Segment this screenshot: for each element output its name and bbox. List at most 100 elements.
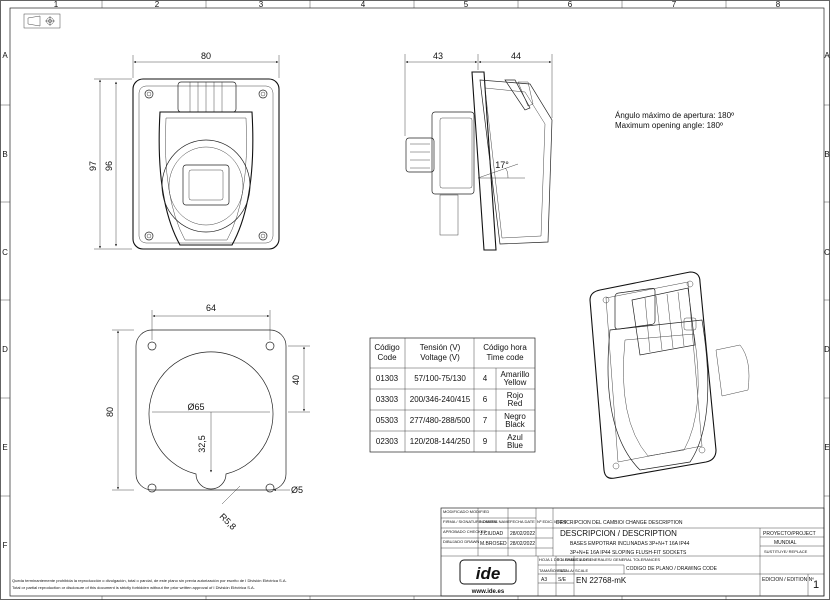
legal-es: Queda terminantemente prohibida la repro… bbox=[12, 578, 287, 583]
svg-text:Black: Black bbox=[505, 420, 526, 429]
table-header-hour-es: Código hora bbox=[483, 343, 527, 352]
col-2: 2 bbox=[155, 0, 160, 9]
table-row: 03303 200/346-240/415 6 Rojo Red bbox=[376, 391, 524, 408]
svg-text:Azul: Azul bbox=[507, 433, 523, 442]
tb-firma: FIRMA / SIGNATURE DIGITAL bbox=[443, 519, 499, 524]
table-row: 02303 120/208-144/250 9 Azul Blue bbox=[376, 433, 524, 450]
row-markers: A B C D E F A B C D E bbox=[0, 51, 830, 550]
svg-text:Rojo: Rojo bbox=[507, 391, 524, 400]
tb-change-desc: DESCRIPCION DEL CAMBIO/ CHANGE DESCRIPTI… bbox=[556, 520, 683, 526]
tb-dibujado: DIBUJADO DRAWN bbox=[443, 539, 479, 544]
cutout-view: 32,5 Ø65 64 80 40 Ø5 R5,8 bbox=[105, 303, 310, 532]
website-text: www.ide.es bbox=[471, 589, 505, 595]
note-opening-en: Maximum opening angle: 180º bbox=[615, 121, 723, 130]
svg-text:02303: 02303 bbox=[376, 437, 399, 446]
table-header-voltage-es: Tensión (V) bbox=[420, 343, 461, 352]
table-header-code-en: Code bbox=[377, 353, 397, 362]
col-1: 1 bbox=[54, 0, 59, 9]
col-3: 3 bbox=[259, 0, 264, 9]
svg-text:200/346-240/415: 200/346-240/415 bbox=[410, 395, 471, 404]
tb-project-label: PROYECTO/PROJECT bbox=[763, 531, 816, 537]
dim-cutout-offset: 40 bbox=[291, 375, 301, 385]
tb-edition: 1 bbox=[813, 579, 819, 591]
row-f-left: F bbox=[3, 541, 8, 550]
dim-front-height-inner: 96 bbox=[104, 161, 114, 171]
tb-scale: S/E bbox=[558, 577, 567, 583]
row-c-right: C bbox=[824, 248, 830, 257]
inner-frame bbox=[9, 7, 825, 597]
table-header-hour-en: Time code bbox=[486, 353, 524, 362]
row-c-left: C bbox=[2, 248, 8, 257]
tb-desc-label: DESCRIPCION / DESCRIPTION bbox=[560, 529, 677, 538]
dim-cutout-height: 80 bbox=[105, 407, 115, 417]
company-logo bbox=[459, 559, 517, 585]
front-view: 80 97 96 bbox=[88, 51, 280, 250]
svg-text:05303: 05303 bbox=[376, 416, 399, 425]
row-d-right: D bbox=[824, 345, 830, 354]
tb-drawn-name: M.BROSED bbox=[480, 541, 507, 547]
voltage-table: Código Code Tensión (V) Voltage (V) Códi… bbox=[369, 337, 536, 453]
table-header-code-es: Código bbox=[374, 343, 400, 352]
tb-replaces: SUSTITUYE/ REPLACE bbox=[764, 549, 808, 554]
table-row: 05303 277/480-288/500 7 Negro Black bbox=[376, 412, 527, 429]
dim-front-width: 80 bbox=[201, 51, 211, 61]
svg-text:Amarillo: Amarillo bbox=[501, 370, 530, 379]
svg-text:4: 4 bbox=[483, 374, 488, 383]
row-a-left: A bbox=[2, 51, 8, 60]
svg-text:7: 7 bbox=[483, 416, 488, 425]
col-4: 4 bbox=[361, 0, 366, 9]
tb-project: MUNDIAL bbox=[774, 540, 797, 546]
row-b-left: B bbox=[2, 150, 7, 159]
note-opening-es: Ángulo máximo de apertura: 180º bbox=[615, 111, 734, 120]
projection-symbol bbox=[23, 13, 61, 29]
svg-text:Negro: Negro bbox=[504, 412, 526, 421]
title-block: MODIFICADO MODIFIED FIRMA / SIGNATURE DI… bbox=[440, 507, 825, 597]
logo-text: ide bbox=[476, 564, 501, 583]
svg-text:9: 9 bbox=[483, 437, 488, 446]
column-markers-bottom bbox=[101, 596, 727, 600]
tb-drawing-code-label: CODIGO DE PLANO / DRAWING CODE bbox=[626, 566, 718, 572]
dim-cutout-diameter: Ø65 bbox=[187, 402, 204, 412]
side-view: 17° 43 44 bbox=[404, 51, 553, 251]
svg-text:Red: Red bbox=[508, 399, 523, 408]
dim-corner-radius: R5,8 bbox=[218, 511, 239, 532]
row-e-left: E bbox=[2, 443, 7, 452]
dim-side-left: 43 bbox=[433, 51, 443, 61]
tb-fecha: FECHA DATE bbox=[510, 519, 535, 524]
legal-en: Total or partial reproduction or disclos… bbox=[12, 585, 255, 590]
tb-escala: ESCALA/ SCALE bbox=[557, 568, 588, 573]
tb-checked-date: 28/02/2022 bbox=[510, 531, 535, 537]
dim-cutout-width: 64 bbox=[206, 303, 216, 313]
svg-text:Blue: Blue bbox=[507, 441, 524, 450]
table-row: 01303 57/100-75/130 4 Amarillo Yellow bbox=[376, 370, 530, 387]
col-5: 5 bbox=[464, 0, 469, 9]
tb-drawing-code: EN 22768-mK bbox=[576, 576, 627, 585]
col-8: 8 bbox=[776, 0, 781, 9]
tb-nombre: NOMBRE NAME bbox=[480, 519, 511, 524]
table-header-voltage-en: Voltage (V) bbox=[420, 353, 460, 362]
tb-desc-en: 3P+N+E 16A IP44 SLOPING FLUSH-FIT SOCKET… bbox=[570, 550, 687, 556]
svg-text:57/100-75/130: 57/100-75/130 bbox=[414, 374, 466, 383]
svg-text:Yellow: Yellow bbox=[504, 378, 527, 387]
tb-tolerancias: TOLERANCIAS GENERALES/ GENERAL TOLERANCE… bbox=[557, 557, 660, 562]
svg-text:120/208-144/250: 120/208-144/250 bbox=[410, 437, 471, 446]
dim-hole-diameter: Ø5 bbox=[291, 485, 303, 495]
dim-cutout-radius-offset: 32,5 bbox=[197, 435, 207, 453]
dim-side-right: 44 bbox=[511, 51, 521, 61]
dim-front-height-outer: 97 bbox=[88, 161, 98, 171]
col-6: 6 bbox=[568, 0, 573, 9]
row-d-left: D bbox=[2, 345, 8, 354]
svg-text:03303: 03303 bbox=[376, 395, 399, 404]
tb-edition-label: EDICION / EDITION Nº bbox=[762, 577, 814, 583]
tb-tamano: TAMAÑO/ SIZE bbox=[539, 568, 567, 573]
tb-desc-es: BASES EMPOTRAR INCLINADAS 3P+N+T 16A IP4… bbox=[570, 541, 690, 547]
tb-checked-name: J.CIUDAD bbox=[480, 531, 503, 537]
tb-size: A3 bbox=[541, 577, 547, 583]
tb-edic: Nº EDIC. MODIF. bbox=[537, 519, 568, 524]
svg-text:01303: 01303 bbox=[376, 374, 399, 383]
dim-side-angle: 17° bbox=[495, 160, 509, 170]
row-b-right: B bbox=[824, 150, 829, 159]
isometric-view bbox=[589, 271, 750, 479]
